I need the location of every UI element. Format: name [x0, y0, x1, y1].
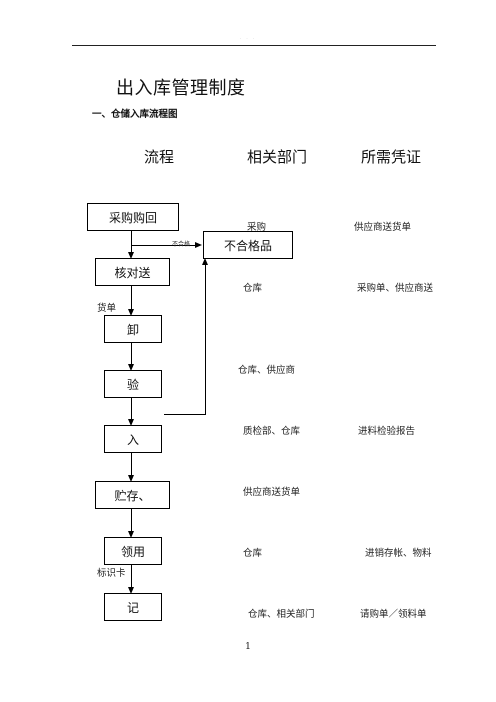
header-rule	[72, 45, 436, 46]
note-waybill: 货单	[97, 303, 117, 314]
reject-connector	[131, 245, 195, 246]
header-mark: · · ·	[239, 36, 257, 41]
connector-7	[131, 564, 132, 589]
flow-box-store-in: 入	[104, 425, 162, 453]
flow-box-reject: 不合格品	[203, 231, 293, 259]
reject-arrow-label: 不合格	[172, 241, 191, 248]
connector-2	[131, 285, 132, 311]
column-header-flow: 流程	[144, 148, 175, 166]
return-connector-vertical	[205, 264, 206, 414]
department-step-7: 仓库	[243, 548, 263, 559]
reject-arrow	[195, 242, 202, 248]
department-step-6: 供应商送货单	[243, 487, 301, 498]
flow-box-inspect: 验	[104, 370, 162, 398]
department-step-1: 采购	[247, 222, 267, 233]
return-arrow	[202, 258, 208, 265]
document-step-8: 请购单／领料单	[360, 609, 427, 620]
flow-box-unload: 卸	[104, 315, 162, 343]
connector-6	[131, 508, 132, 533]
flow-box-purchase: 采购购回	[87, 203, 179, 231]
department-step-8: 仓库、相关部门	[248, 609, 315, 620]
column-header-department: 相关部门	[247, 148, 308, 166]
department-step-5: 质检部、仓库	[243, 426, 301, 437]
flow-box-storage: 贮存、	[95, 481, 170, 509]
document-title: 出入库管理制度	[116, 78, 246, 99]
connector-5	[131, 452, 132, 477]
department-step-4: 仓库、供应商	[238, 365, 296, 376]
arrow-down-3	[128, 364, 134, 371]
document-step-5: 进料检验报告	[358, 426, 416, 437]
note-id-card: 标识卡	[97, 568, 126, 579]
document-step-2: 采购单、供应商送	[357, 283, 434, 294]
flow-box-check: 核对送	[95, 258, 170, 286]
document-step-7: 进销存帐、物料	[365, 548, 432, 559]
section-heading: 一、仓储入库流程图	[92, 109, 178, 120]
connector-1	[131, 230, 132, 254]
column-header-document: 所需凭证	[361, 148, 422, 166]
return-connector-horizontal	[164, 414, 206, 415]
department-step-2: 仓库	[243, 283, 263, 294]
flow-box-issue: 领用	[104, 537, 162, 565]
arrow-down-6	[128, 531, 134, 538]
document-step-1: 供应商送货单	[354, 222, 412, 233]
connector-3	[131, 342, 132, 366]
arrow-down-2	[128, 309, 134, 316]
connector-4	[131, 397, 132, 421]
arrow-down-7	[128, 587, 134, 594]
flow-box-record: 记	[104, 593, 162, 621]
arrow-down-4	[128, 419, 134, 426]
page-number: 1	[245, 642, 251, 652]
arrow-down-5	[128, 475, 134, 482]
arrow-down-1	[128, 252, 134, 259]
